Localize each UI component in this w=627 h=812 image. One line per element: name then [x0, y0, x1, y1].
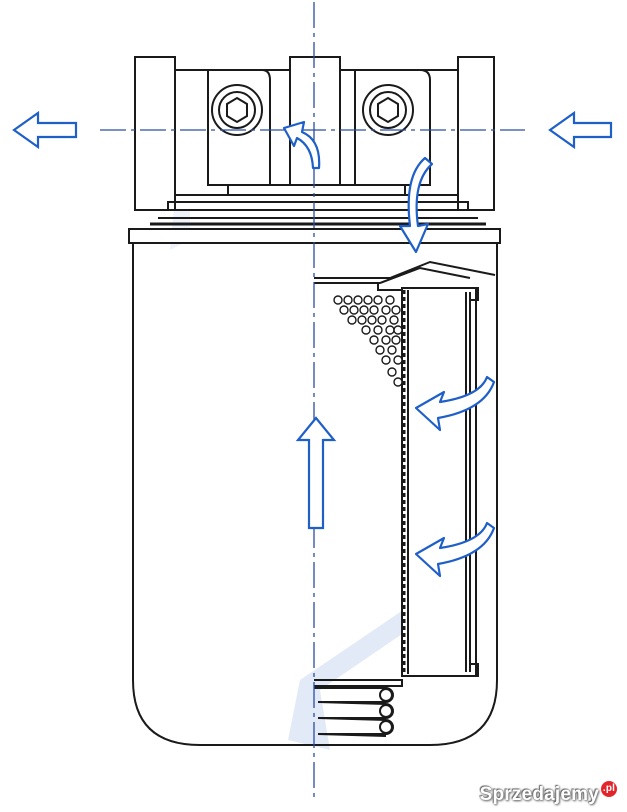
brand-watermark: Sprzedajemy.pl [479, 781, 617, 806]
head-right-ear [457, 56, 495, 211]
flow-arrow-icon [398, 156, 434, 254]
flow-arrow-icon [414, 375, 496, 432]
center-lines [100, 2, 525, 800]
flow-arrow-icon [414, 521, 496, 578]
element-top-cap [314, 260, 496, 279]
canister-body [132, 243, 498, 746]
head-shoulder [167, 201, 469, 210]
flow-arrow-icon [295, 416, 337, 530]
spring-icon [314, 687, 394, 737]
element-base [314, 679, 403, 687]
inlet-arrow-icon [548, 110, 613, 150]
filter-media-dots [333, 295, 403, 387]
flow-arrow-icon [282, 120, 321, 170]
hex-socket-plug-icon [362, 84, 414, 136]
filter-element [314, 260, 496, 687]
watermark-tld-badge: .pl [601, 781, 617, 797]
head-left-ear [134, 56, 176, 211]
hex-socket-plug-icon [211, 84, 263, 136]
outlet-arrow-icon [12, 110, 78, 150]
element-outer-tube [401, 287, 477, 677]
watermark-brand-text: Sprzedajemy [479, 784, 599, 805]
head-gasket [150, 217, 486, 226]
